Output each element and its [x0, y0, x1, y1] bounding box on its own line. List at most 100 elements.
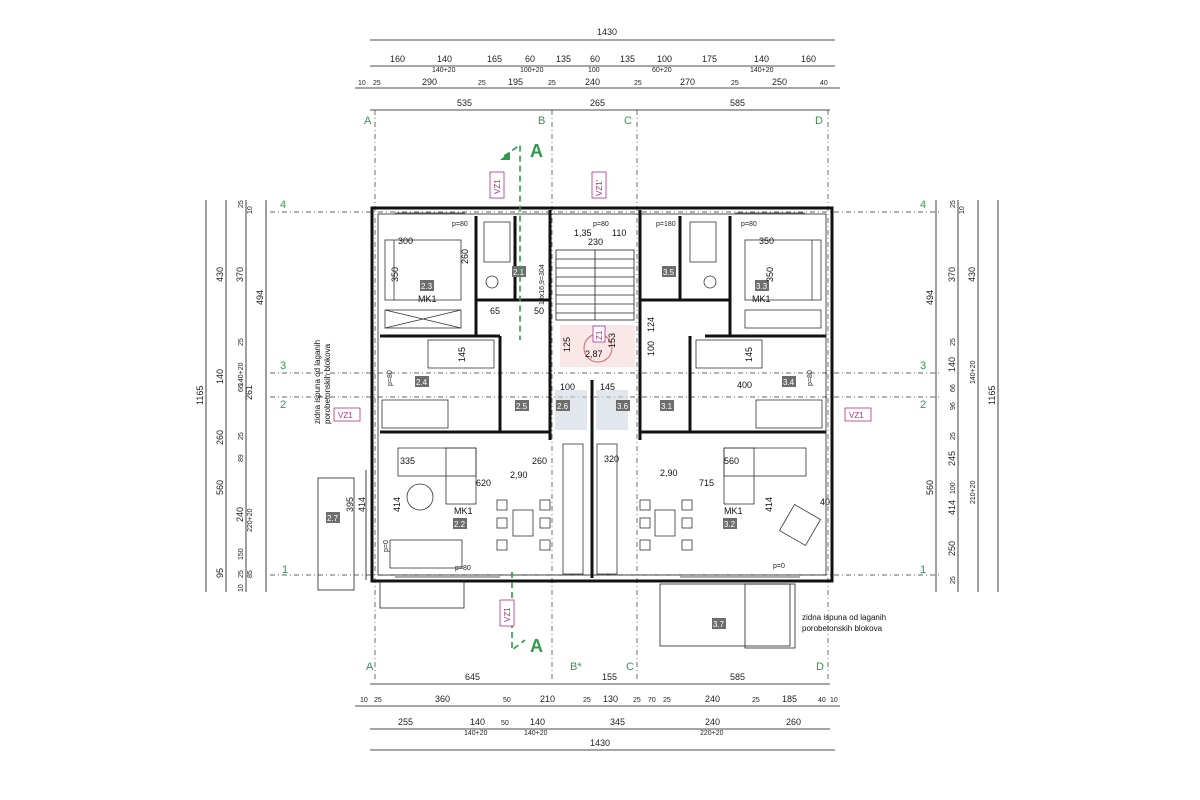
- stair-zone-label: Z1: [595, 330, 604, 340]
- furniture: [381, 221, 823, 575]
- dim-right-c1: 100: [950, 482, 957, 494]
- dim-left-total: 1165: [195, 386, 205, 405]
- dim-right-c1: 25: [950, 338, 957, 346]
- interior-dim: 153: [607, 333, 617, 348]
- dim-bottom-r2: 240: [705, 717, 720, 727]
- grid-label-col: D: [815, 115, 823, 127]
- dim-bottom-r1: 185: [782, 694, 797, 704]
- interior-dim: 40: [820, 497, 830, 507]
- dim-right-c3: 560: [925, 480, 935, 495]
- grid-label-col: C: [624, 115, 632, 127]
- dim-left-c1: 260: [215, 430, 225, 445]
- dim-bottom-r2: 260: [786, 717, 801, 727]
- dim-left-c2: 25: [238, 432, 245, 440]
- dim-bottom-r2-sub: 220+20: [700, 730, 724, 737]
- dim-top-r1: 140: [437, 54, 452, 64]
- room-tag: MK1: [724, 506, 743, 516]
- dim-right-c2: 210+20: [970, 480, 977, 504]
- left-dimension-chains: 1165 430 140 260 560 95 25 10 370 25 140…: [195, 200, 367, 592]
- dim-top-r2: 40: [820, 80, 828, 87]
- dim-right-c1: 25: [950, 432, 957, 440]
- grid-label-col: D: [816, 661, 824, 673]
- room-id: 3.2: [724, 520, 736, 529]
- dim-left-c2: 150: [238, 548, 245, 560]
- dim-left-c2: 66: [238, 384, 245, 392]
- dim-top-r1-sub: 140+20: [750, 67, 774, 74]
- dim-right-c1: 25: [950, 200, 957, 208]
- room-tag: MK1: [752, 294, 771, 304]
- dim-top-r1: 135: [556, 54, 571, 64]
- dim-top-grid: 585: [730, 98, 745, 108]
- dim-top-r1: 175: [702, 54, 717, 64]
- right-dimension-chains: 25 10 370 25 140 66 96 25 245 100 414 25…: [925, 200, 999, 592]
- door-label: p=80: [455, 565, 471, 572]
- door-label: p=80: [593, 221, 609, 228]
- door-label: p=80: [807, 370, 814, 386]
- interior-dim: 230: [588, 237, 603, 247]
- dim-left-c2: 261: [244, 385, 254, 400]
- room-tag: MK1: [418, 294, 437, 304]
- dim-left-c3: 395: [345, 497, 355, 512]
- dim-bottom-r1: 40: [818, 697, 826, 704]
- grid-label-col: B*: [570, 661, 582, 673]
- dim-bottom-r1: 70: [648, 697, 656, 704]
- dim-bottom-r1: 360: [435, 694, 450, 704]
- interior-dim: 560: [724, 456, 739, 466]
- dim-top-r2: 270: [680, 77, 695, 87]
- note-left-line1: zidna ispuna od laganih: [313, 340, 322, 424]
- dim-left-c3: 494: [255, 290, 265, 305]
- dim-left-c2: 10: [247, 206, 254, 214]
- dim-top-r2: 25: [373, 80, 381, 87]
- dim-top-r2: 25: [478, 80, 486, 87]
- note-right-line1: zidna ispuna od laganih: [802, 613, 886, 622]
- dim-left-c2: 370: [235, 267, 245, 282]
- dim-top-r1: 140: [754, 54, 769, 64]
- dim-bottom-grid: 155: [602, 672, 617, 682]
- dim-left-c2: 25: [238, 570, 245, 578]
- interior-dim: 715: [699, 478, 714, 488]
- section-marker-top: A: [530, 141, 543, 161]
- interior-dim: 145: [744, 347, 754, 362]
- dim-top-r1-sub: 140+20: [432, 67, 456, 74]
- interior-dim: 2,90: [510, 470, 528, 480]
- grid-label-row: 2: [280, 399, 286, 411]
- door-label: p=80: [452, 221, 468, 228]
- dim-bottom-r1: 25: [633, 697, 641, 704]
- interior-dim: 124: [646, 317, 656, 332]
- interior-dim: 320: [604, 454, 619, 464]
- grid-labels: A B C D A B* C D 4 3 2 1 4 3 2 1: [280, 115, 926, 673]
- dim-left-c2: 25: [238, 338, 245, 346]
- section-marker-bottom: A: [530, 636, 543, 656]
- dim-left-c2: 85: [247, 570, 254, 578]
- grid-label-row: 2: [920, 399, 926, 411]
- dim-right-c1: 414: [947, 500, 957, 515]
- interior-dim: 620: [476, 478, 491, 488]
- note-left-line2: porobetonskih blokova: [323, 343, 332, 424]
- dim-bottom-r1: 10: [360, 697, 368, 704]
- door-labels: p=80 p=80 p=180 p=80 p=80 p=80 p=0 p=0 p…: [383, 221, 814, 572]
- dim-top-r2: 250: [772, 77, 787, 87]
- dim-top-r2: 10: [358, 80, 366, 87]
- dim-bottom-r1: 130: [603, 694, 618, 704]
- dim-right-c1: 370: [947, 267, 957, 282]
- dim-left-c1: 430: [215, 267, 225, 282]
- grid-label-row: 4: [280, 199, 286, 211]
- dim-top-r2: 195: [508, 77, 523, 87]
- top-dimension-chains: 1430 160 140 165 60 135 60 135 100 175 1…: [355, 27, 840, 111]
- dim-right-c1: 10: [959, 206, 966, 214]
- vz-tags: VZ1 VZ1' VZ1 VZ1 VZ1: [333, 171, 872, 627]
- room-tags: 2.3 MK1 2.4 2.1 2.5 2.6 2.2 MK1 2.7 3.3 …: [326, 266, 796, 629]
- staircase: 18x16,9=304 Z1: [539, 249, 635, 430]
- dim-left-c2: 240: [235, 507, 245, 522]
- dim-top-r1: 100: [657, 54, 672, 64]
- dim-top-r1: 135: [620, 54, 635, 64]
- interior-dim: 350: [759, 236, 774, 246]
- dim-bottom-r1: 210: [540, 694, 555, 704]
- room-id: 2.1: [513, 268, 525, 277]
- dim-right-c2: 140+20: [970, 360, 977, 384]
- grid-label-row: 3: [280, 360, 286, 372]
- vz-tag: VZ1: [503, 607, 512, 622]
- dim-top-r1: 60: [525, 54, 535, 64]
- dim-bottom-r1: 25: [663, 697, 671, 704]
